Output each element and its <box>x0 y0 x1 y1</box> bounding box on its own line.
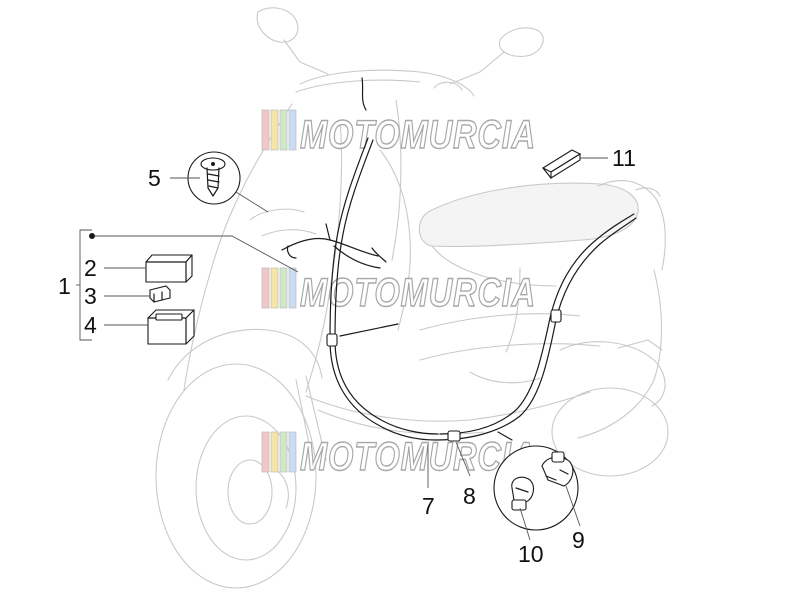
watermark-stripes <box>261 109 297 151</box>
callout-1: 1 <box>58 229 299 341</box>
scooter-outline <box>155 7 669 589</box>
watermark-top: MOTOMURCIA <box>261 109 536 158</box>
watermark-text: MOTOMURCIA <box>300 435 536 479</box>
watermark-middle: MOTOMURCIA <box>261 267 536 316</box>
leader-dot <box>89 233 95 239</box>
callout-label-3: 3 <box>84 283 97 309</box>
callout-label-2: 2 <box>84 255 97 281</box>
callout-4: 4 <box>84 312 148 338</box>
callout-label-9: 9 <box>572 527 585 553</box>
watermark-stripes <box>261 267 297 309</box>
callout-10: 10 <box>518 507 544 567</box>
fuse-part <box>149 285 171 303</box>
callout-label-7: 7 <box>422 493 435 519</box>
callout-2: 2 <box>84 255 146 281</box>
callout-7: 7 <box>422 444 435 519</box>
watermark-stripe-yellow <box>270 431 279 473</box>
callout-8: 8 <box>455 441 476 509</box>
watermark-stripe-yellow <box>270 109 279 151</box>
watermark-stripe-red <box>261 109 270 151</box>
callout-5: 5 <box>148 165 200 191</box>
watermark-stripe-green <box>279 267 288 309</box>
watermark-text: MOTOMURCIA <box>300 113 536 157</box>
callout-label-8: 8 <box>463 483 476 509</box>
callout-11: 11 <box>580 145 636 171</box>
callout-label-5: 5 <box>148 165 161 191</box>
watermark-stripe-yellow <box>270 267 279 309</box>
callout-label-11: 11 <box>612 145 636 171</box>
clip-detail <box>493 431 579 531</box>
bracket-part <box>541 149 582 179</box>
watermark-stripe-blue <box>288 267 297 309</box>
fuse-box-part <box>147 309 195 345</box>
callout-label-10: 10 <box>518 541 544 567</box>
watermark-stripe-green <box>279 109 288 151</box>
watermark-stripe-red <box>261 431 270 473</box>
watermark-bottom: MOTOMURCIA <box>261 431 536 480</box>
callout-3: 3 <box>84 283 150 309</box>
callout-label-1: 1 <box>58 273 71 299</box>
watermark-stripe-blue <box>288 109 297 151</box>
watermark-stripes <box>261 431 297 473</box>
wiring-harness <box>281 77 637 442</box>
watermark-stripe-green <box>279 431 288 473</box>
watermark-stripe-red <box>261 267 270 309</box>
screw-detail <box>187 151 269 213</box>
watermark-stripe-blue <box>288 431 297 473</box>
callout-9: 9 <box>565 485 585 553</box>
watermark-text: MOTOMURCIA <box>300 271 536 315</box>
callout-label-4: 4 <box>84 312 97 338</box>
relay-part <box>145 254 193 283</box>
